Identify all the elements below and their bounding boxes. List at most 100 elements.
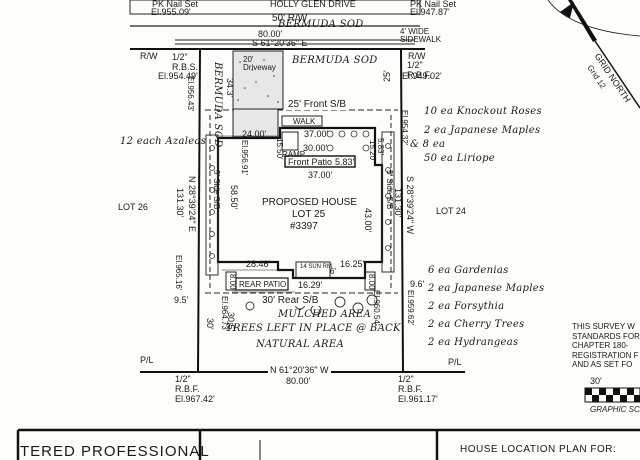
bermuda-sod-front: BERMUDA SOD [292,55,378,66]
dim-43: 43.00' [363,208,373,233]
mulched-area: MULCHED AREA [278,309,372,320]
pl-left: P/L [140,355,154,365]
note-line-4: REGISTRATION F [572,350,639,360]
rw-right: R/W [408,51,426,61]
front-distance: 80.00' [258,29,283,39]
walk [281,115,323,127]
note-line-1: THIS SURVEY W [572,322,635,331]
el-left-rear2: El.965.16' [174,255,183,291]
corner-front-left: 1/2" R.B.S. [172,52,198,72]
lot-24: LOT 24 [436,206,466,216]
dim-8-right: 8.00' [367,274,376,292]
landscape-right-1: 10 ea Knockout Roses [424,106,542,117]
landscape-right-3: & 8 ea [410,139,446,150]
landscape-rear-5: 2 ea Hydrangeas [428,337,519,348]
left-shrub-marks [209,145,215,259]
dim-24: 24.00' [242,129,267,139]
dim-5-83: 5.83' [335,157,355,167]
sun-room-outline [295,261,331,279]
corner-fr-el: El.949.02' [402,71,442,81]
north-line [594,40,640,109]
driveway-stipple [237,59,279,103]
corner-rl-el: El.967.42' [175,394,215,404]
rw-left: R/W [140,51,158,61]
landscape-rear-1: 6 ea Gardenias [428,265,509,276]
street-band [129,0,421,15]
house-lot: LOT 25 [292,209,326,220]
left-property-line [197,48,201,373]
scale-bar-blocks [585,388,640,402]
rear-patio-label: REAR PATIO [239,280,287,289]
corner-fl-pin: 1/2" [172,52,188,62]
house-title: PROPOSED HOUSE [262,197,358,208]
corner-rr-pin: 1/2" [398,374,414,384]
landscape-right-list: 10 ea Knockout Roses 2 ea Japanese Maple… [410,102,542,168]
row-width: 50' R/W [272,13,308,24]
bermuda-sod-side: BERMUDA SOD [212,62,223,148]
corner-rear-left: 1/2" R.B.F. El.967.42' [175,374,215,404]
bermuda-sod-top: BERMUDA SOD [278,19,364,30]
note-line-3: CHAPTER 180- [572,341,629,350]
landscape-rear-2: 2 ea Japanese Maples [428,283,545,294]
front-bearing: S 61°20'36" E [252,38,308,48]
right-property-line [400,48,404,373]
pk-nail-left: PK Nail Set [152,0,199,9]
natural-area: NATURAL AREA [256,339,344,350]
ramp-outline [281,131,299,151]
left-bearing: N 28°39'24" E [187,176,197,233]
rear-bearing: N 61°20'36" W [268,365,331,375]
sidewalk-label: 4' WIDE SIDEWALK [400,27,442,44]
driveway-label: 20' Driveway [243,55,276,72]
el-right-rear2: El.959.62' [406,290,415,326]
ramp-label: RAMP [282,150,306,159]
left-shrub-bed [205,134,219,276]
dim-8-left: 8.00' [228,274,237,292]
rear-step-right [364,271,376,291]
el-right-mid: El.954.32' [400,110,409,146]
dim-34-3: 34.3' [225,78,235,98]
corner-fl-el: El.954.49' [158,71,198,81]
landscape-rear-3: 2 ea Forsythia [428,301,505,312]
trees-note: TREES LEFT IN PLACE @ BACK [226,323,401,334]
graphic-scale-label: GRAPHIC SCA [590,405,640,414]
el-front-left-nail: El.955.09' [151,7,191,17]
front-setback-dim: 25' [382,70,392,82]
front-shrub-marks [326,130,370,152]
walk-label: WALK [293,117,316,126]
scale-number: 30' [590,376,602,386]
street-name: HOLLY GLEN DRIVE [270,0,356,9]
dim-37-top: 37.00' [304,129,329,139]
rear-step-left [225,271,237,291]
corner-rr-type: R.B.F. [398,384,423,394]
dim-16-25: 16.25' [340,259,365,269]
rear-setback-label: 30' Rear S/B [260,295,321,306]
note-line-5: AND AS SET FO [572,360,633,369]
corner-front-right: 1/2" R.B.F. [407,60,432,80]
left-distance: 131.30' [175,188,185,218]
dim-9-6: 9.6' [410,279,425,289]
sun-room-label: 14 SUN RM [300,264,333,270]
dim-16-29: 16.29' [298,280,323,290]
corner-fr-type: R.B.F. [407,70,432,80]
dim-30-left: 30' [205,318,215,330]
el-left-mid: El.956.43' [186,76,195,112]
right-shrub-bed [381,131,395,273]
house-number: #3397 [290,221,318,232]
corner-fr-pin: 1/2" [407,60,423,70]
el-rear-right: El.960.54' [372,290,381,326]
survey-notes: THIS SURVEY W STANDARDS FOR CHAPTER 180-… [572,322,640,370]
pl-right: P/L [448,357,462,367]
right-side-setback-label: 5' Side S/B [385,170,394,210]
rear-distance: 80.00' [286,376,311,386]
right-bearing: S 28°39'24" W [405,176,415,235]
lot-26: LOT 26 [118,202,148,212]
garage-pad [232,108,279,138]
right-shrub-marks [385,143,391,251]
north-arrow-head [560,2,574,18]
corner-rear-right: 1/2" R.B.F. El.961.17' [398,374,438,404]
landscape-right-2: 2 ea Japanese Maples [424,125,541,136]
dim-5-83-side: 5.83' [376,138,385,156]
dim-9-5: 9.5' [174,295,189,305]
